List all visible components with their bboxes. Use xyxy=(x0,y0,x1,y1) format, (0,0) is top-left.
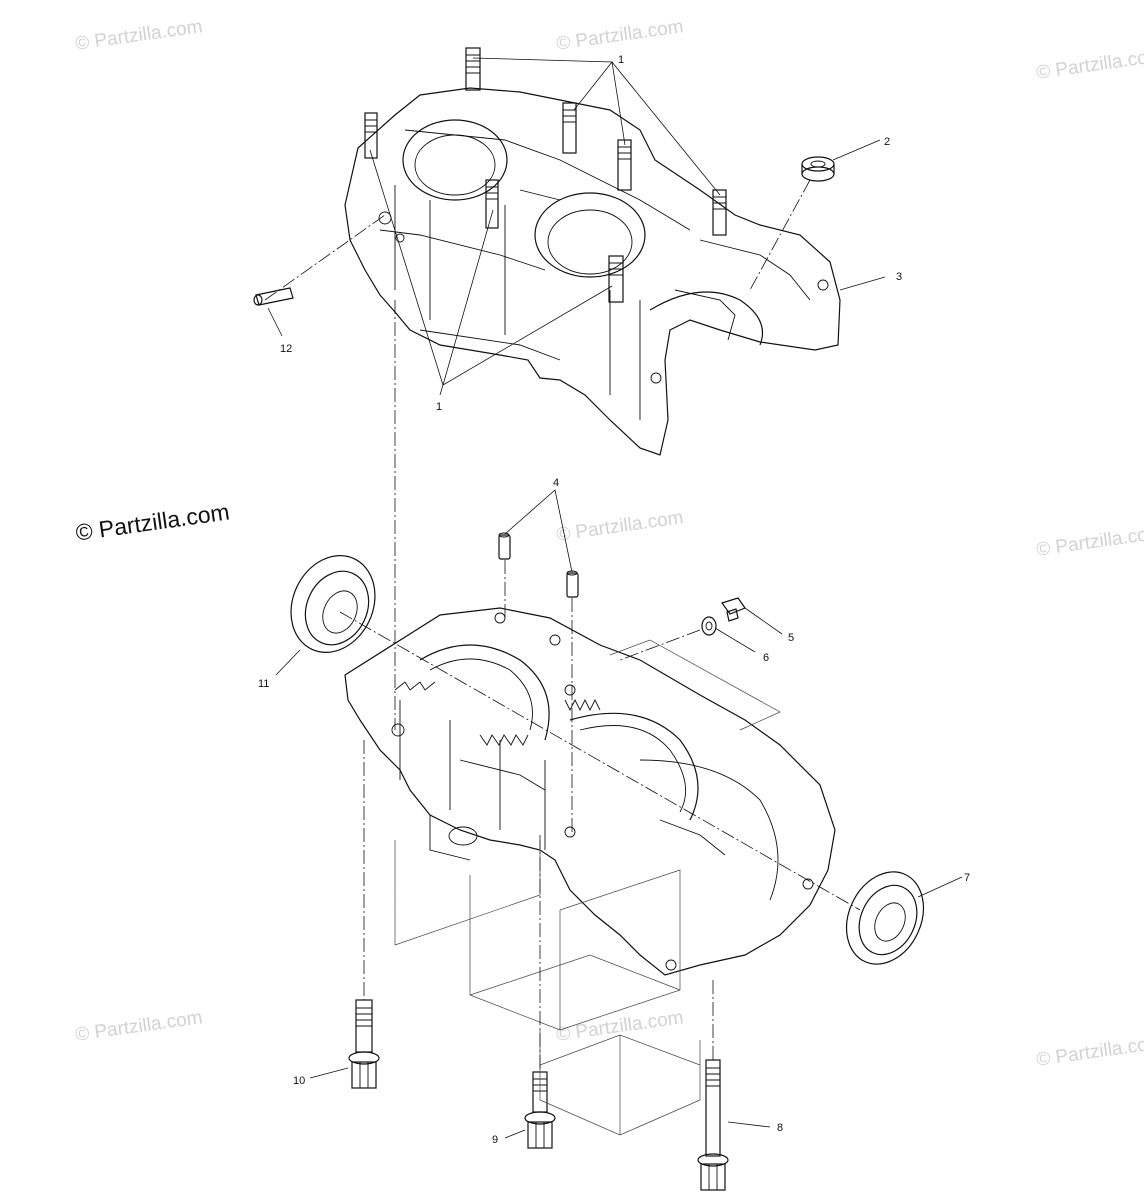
stud[interactable] xyxy=(562,102,577,154)
callout-1-bottom: 1 xyxy=(436,401,442,413)
leader-lines xyxy=(267,57,963,1139)
stud[interactable] xyxy=(712,189,727,236)
dowel-pin[interactable] xyxy=(253,287,294,306)
bolt[interactable] xyxy=(348,999,380,1089)
upper-crankcase[interactable] xyxy=(344,87,841,456)
callout-5: 5 xyxy=(788,632,794,644)
callout-3: 3 xyxy=(896,271,902,283)
stud[interactable] xyxy=(617,139,632,191)
drain-plug[interactable] xyxy=(721,597,746,622)
lower-crankcase[interactable] xyxy=(344,607,836,976)
dowel[interactable] xyxy=(566,570,579,598)
callout-4: 4 xyxy=(553,477,559,489)
washer[interactable] xyxy=(701,616,717,636)
stud-bolts[interactable] xyxy=(364,47,727,303)
callout-8: 8 xyxy=(777,1122,783,1134)
dowel[interactable] xyxy=(498,532,511,560)
stud[interactable] xyxy=(465,47,481,91)
stud[interactable] xyxy=(608,255,624,303)
oil-seal-right[interactable] xyxy=(832,859,938,976)
callout-1-top: 1 xyxy=(618,54,624,66)
stud[interactable] xyxy=(485,179,499,229)
callout-11: 11 xyxy=(258,678,269,690)
oil-seal-left[interactable] xyxy=(276,542,391,666)
callout-12: 12 xyxy=(280,343,292,355)
callout-6: 6 xyxy=(763,652,769,664)
alignment-lines xyxy=(264,179,861,1072)
callout-2: 2 xyxy=(884,136,890,148)
callout-labels: 1 2 3 12 1 4 5 6 11 7 10 9 8 xyxy=(258,54,970,1146)
bolt[interactable] xyxy=(697,1059,729,1191)
callout-7: 7 xyxy=(964,872,970,884)
stud[interactable] xyxy=(364,112,378,159)
grommet[interactable] xyxy=(801,156,835,182)
callout-9: 9 xyxy=(492,1134,498,1146)
assembly-outline xyxy=(394,639,781,1136)
callout-10: 10 xyxy=(293,1075,305,1087)
